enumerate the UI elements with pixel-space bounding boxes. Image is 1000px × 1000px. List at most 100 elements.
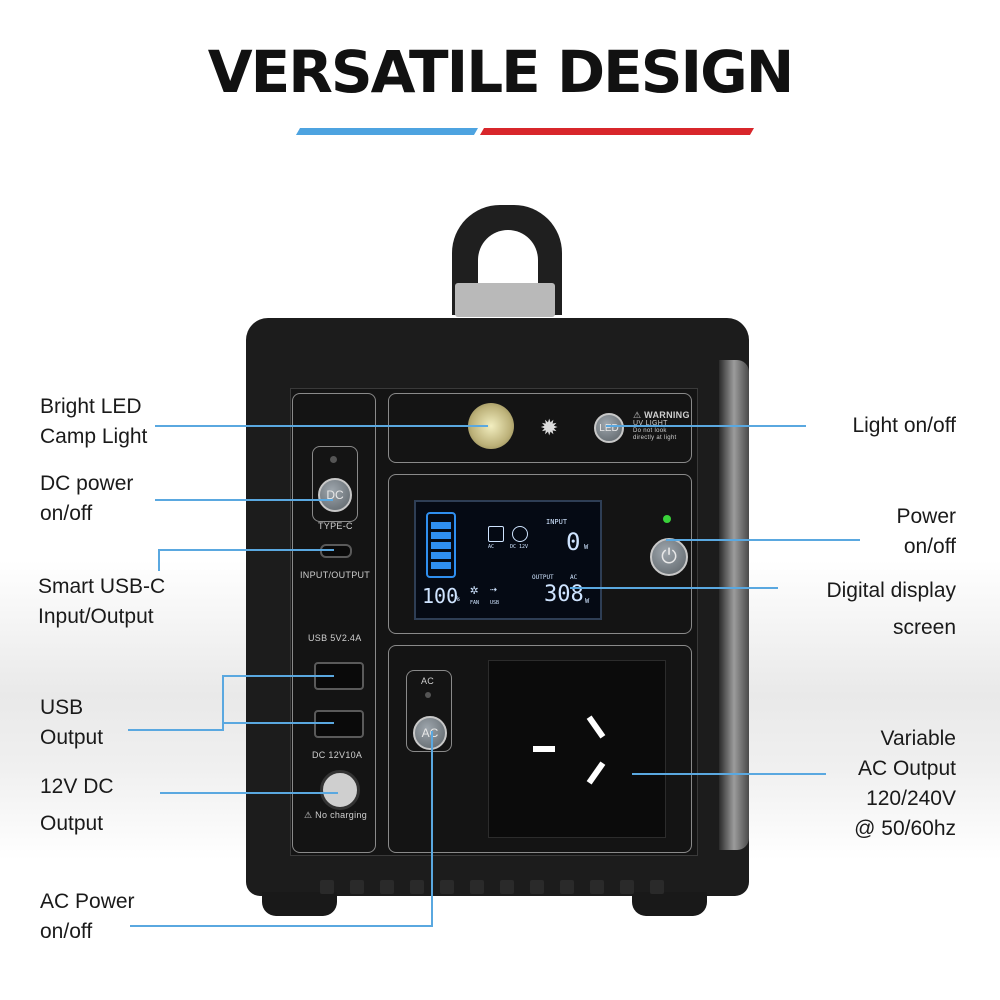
label-dc12v: 12V DC Output — [40, 768, 114, 842]
power-button[interactable]: ⏻ — [650, 538, 688, 576]
input-output-label: INPUT/OUTPUT — [300, 570, 371, 580]
dc-button-frame — [312, 446, 358, 522]
ac-label: AC — [421, 676, 435, 686]
usb-port-2[interactable] — [314, 710, 364, 738]
callout-line-ac-output — [632, 773, 826, 775]
lcd-ac-small: AC — [488, 544, 495, 550]
label-line: 12V DC — [40, 775, 114, 798]
lcd-input-unit: W — [584, 543, 589, 551]
ac-outlet[interactable] — [488, 660, 666, 838]
device-side — [719, 360, 749, 850]
outlet-slot-earth — [533, 746, 555, 752]
dc-indicator-led — [330, 456, 337, 463]
label-line: Input/Output — [38, 605, 154, 628]
label-line: @ 50/60hz — [854, 817, 956, 840]
led-panel — [388, 393, 692, 463]
label-light-onoff: Light on/off — [760, 411, 956, 441]
callout-line-display — [570, 587, 778, 589]
label-line: Bright LED — [40, 395, 142, 418]
power-icon: ⏻ — [661, 545, 677, 568]
lcd-output-unit: W — [585, 597, 590, 605]
base-ridge — [500, 880, 514, 894]
ac-button-frame — [406, 670, 452, 752]
display-panel — [388, 474, 692, 634]
usb-label: USB 5V2.4A — [308, 633, 362, 643]
callout-line-dc12v — [160, 792, 338, 794]
lcd-ac-label: AC — [570, 574, 578, 581]
lcd-input-label: INPUT — [546, 518, 568, 526]
sun-icon: ✹ — [540, 415, 559, 440]
warning-title-text: WARNING — [644, 410, 690, 420]
label-line: on/off — [40, 502, 93, 525]
base-ridge — [440, 880, 454, 894]
label-line: Light on/off — [852, 414, 956, 437]
led-button[interactable]: LED — [594, 413, 624, 443]
label-line: Smart USB-C — [38, 575, 166, 598]
base-ridge — [380, 880, 394, 894]
handle-opening — [478, 230, 538, 290]
callout-line-dc — [155, 499, 333, 501]
label-line: USB — [40, 696, 84, 719]
no-charging-note: ⚠ No charging — [304, 810, 368, 820]
lcd-dc-small: DC 12V — [510, 544, 529, 550]
battery-cell — [431, 532, 451, 539]
label-ac-output: Variable AC Output 120/240V @ 50/60hz — [760, 724, 956, 844]
callout-line-led — [155, 425, 488, 427]
label-line: AC Power — [40, 890, 135, 913]
callout-line-usb-label — [128, 729, 224, 731]
lcd-output-label: OUTPUT — [532, 574, 554, 581]
usb-c-port[interactable] — [320, 544, 352, 558]
title-underline-blue — [295, 128, 479, 135]
callout-line-usbc-h — [158, 549, 334, 551]
label-line: screen — [892, 616, 956, 639]
battery-cell — [431, 552, 451, 559]
battery-cell — [431, 562, 451, 569]
label-ac-power: AC Power on/off — [40, 887, 135, 947]
base-ridge — [590, 880, 604, 894]
device-foot-left — [262, 892, 337, 916]
fan-icon: ✲ — [470, 582, 479, 598]
label-line: on/off — [40, 920, 93, 943]
callout-line-usb-bottom — [222, 722, 334, 724]
callout-line-light — [606, 425, 806, 427]
base-ridge — [620, 880, 634, 894]
label-line: Camp Light — [40, 425, 148, 448]
lcd-input-value: 0 — [566, 528, 581, 556]
label-line: on/off — [903, 535, 956, 558]
lcd-percent-sign: % — [455, 594, 460, 603]
label-line: Digital display — [826, 579, 956, 602]
label-dc-power: DC power on/off — [40, 469, 133, 529]
callout-line-usb-v — [222, 675, 224, 730]
callout-line-ac-power-h — [130, 925, 432, 927]
base-ridge — [350, 880, 364, 894]
ac-panel — [388, 645, 692, 853]
warning-sub: UV LIGHT — [633, 420, 668, 427]
dc12v-label: DC 12V10A — [312, 750, 363, 760]
label-display: Digital display screen — [760, 572, 956, 646]
ac-power-button[interactable]: AC — [413, 716, 447, 750]
dc-power-button[interactable]: DC — [318, 478, 352, 512]
typec-label: TYPE-C — [318, 521, 353, 531]
label-power-onoff: Power on/off — [760, 502, 956, 562]
power-indicator-led — [663, 515, 671, 523]
base-ridge — [320, 880, 334, 894]
label-line: DC power — [40, 472, 134, 495]
battery-icon — [426, 512, 456, 578]
label-line: Output — [40, 726, 104, 749]
page-title: VERSATILE DESIGN — [207, 38, 795, 106]
lcd-output-value: 308 — [544, 582, 584, 607]
label-bright-led: Bright LED Camp Light — [40, 392, 147, 452]
dc-12v-port[interactable] — [320, 770, 360, 810]
label-usb-c: Smart USB-C Input/Output — [38, 572, 165, 632]
label-line: Variable — [880, 727, 957, 750]
warning-title: ⚠ WARNING — [633, 410, 690, 420]
no-charging-text: No charging — [315, 810, 368, 820]
ac-indicator-led — [425, 692, 431, 698]
label-usb-output: USB Output — [40, 693, 103, 753]
outlet-slot-active — [586, 715, 606, 739]
lcd-battery-percent: 100 — [422, 584, 459, 608]
callout-line-ac-power-v — [431, 731, 433, 927]
lcd-usb-small: USB — [490, 600, 500, 606]
left-port-column — [292, 393, 376, 853]
warning-text: Do not look directly at light — [633, 428, 677, 441]
